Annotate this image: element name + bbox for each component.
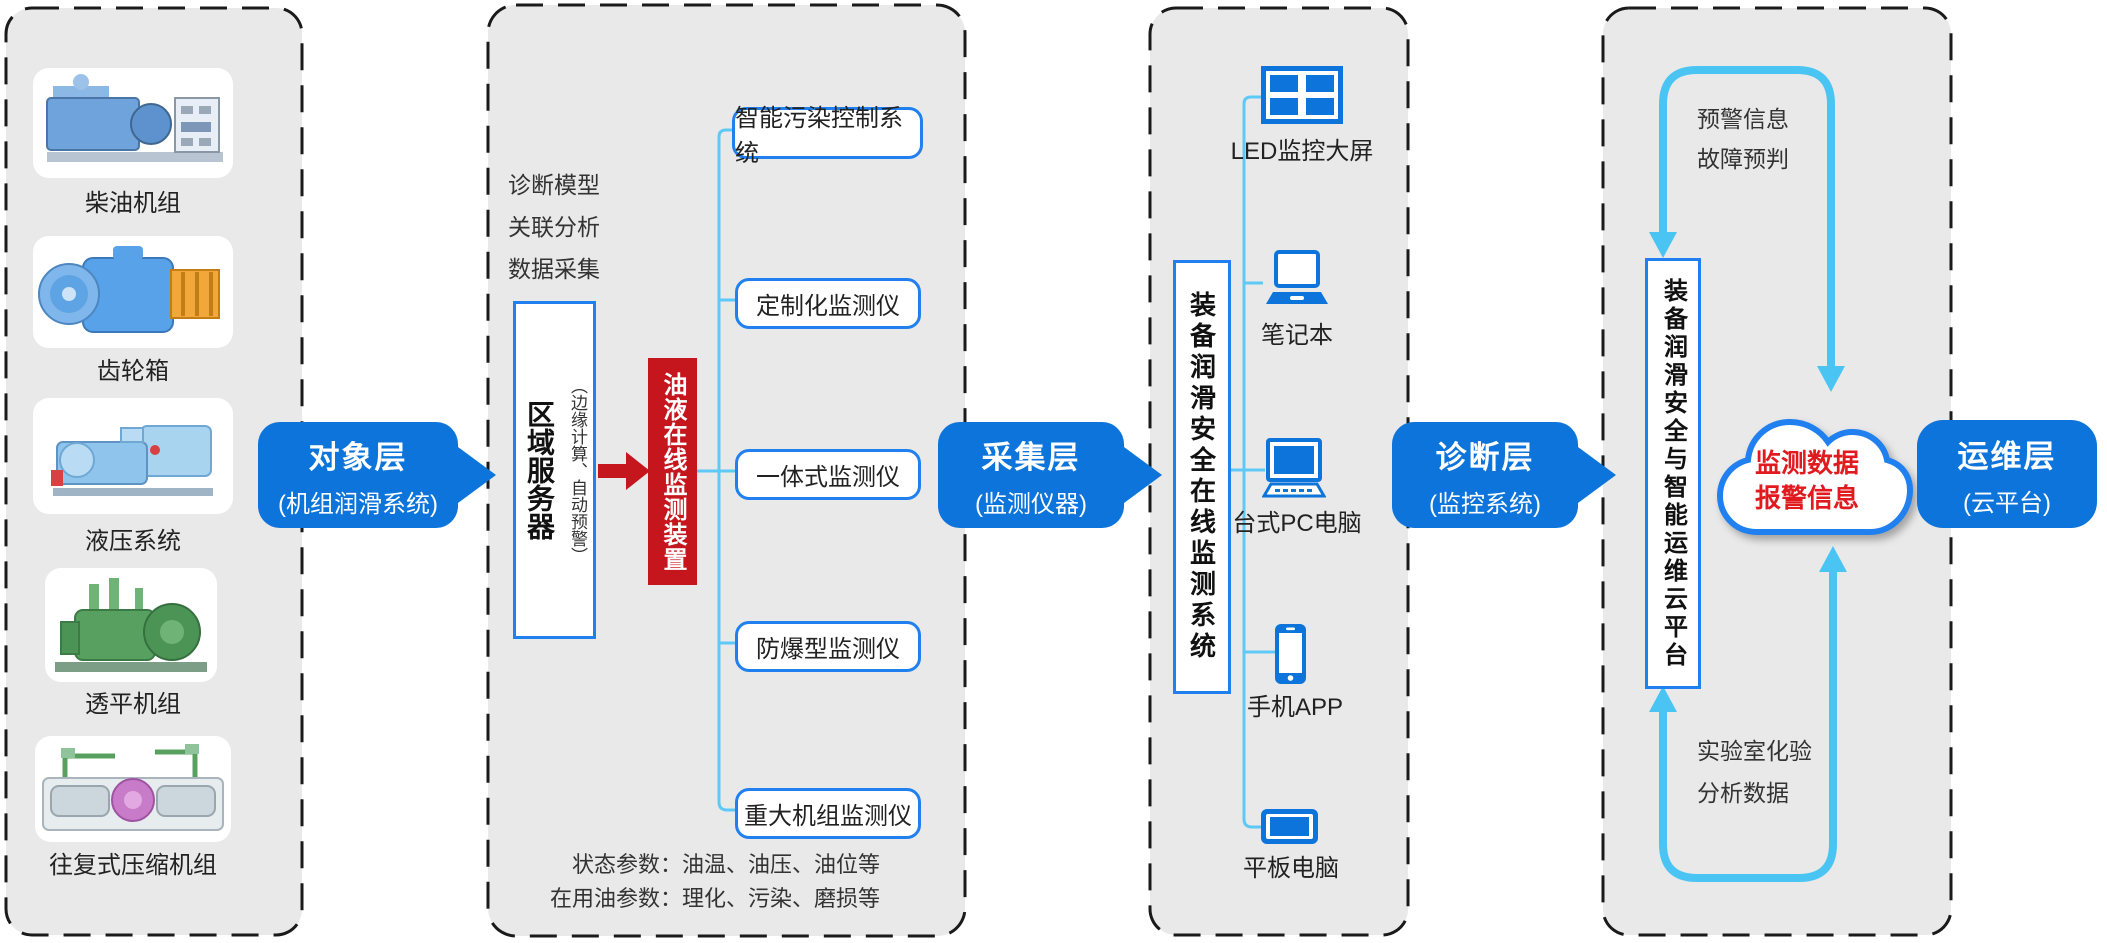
device-label-led-wall: LED监控大屏 [1230,138,1374,165]
collection-layer-subtitle: (监测仪器) [975,490,1087,518]
note-diagnostic-model: 诊断模型 [508,172,600,198]
cloud-text-monitoring-data: 监测数据 [1754,448,1859,478]
regional-server-title: 区域服务器 [524,400,555,540]
monitor-box-integrated: 一体式监测仪 [735,449,921,500]
object-layer-title: 对象层 [308,439,408,475]
note-data-acquisition: 数据采集 [508,256,600,282]
photo-turbine-unit [45,568,217,682]
photo-diesel-unit [33,68,233,178]
operation-layer-label: 运维层 (云平台) [1917,420,2097,528]
oil-parameters-line: 在用油参数：理化、污染、磨损等 [549,886,880,911]
machine-label-hydraulic: 液压系统 [85,528,181,555]
tablet-icon [1261,809,1318,849]
device-label-tablet: 平板电脑 [1243,855,1339,882]
collection-layer-label: 采集层 (监测仪器) [938,422,1124,528]
cycle-arrow-bottom [1659,562,1837,882]
monitor-box-pollution-control: 智能污染控制系统 [732,105,923,167]
oil-monitoring-device-box: 油液在线监测装置 [648,358,697,585]
oil-monitoring-device-label: 油液在线监测装置 [659,371,686,572]
machine-label-diesel: 柴油机组 [85,190,181,217]
machine-label-compressor: 往复式压缩机组 [49,852,217,879]
device-trunk-line [1242,95,1262,829]
device-label-phone: 手机APP [1246,694,1344,721]
operation-layer-subtitle: (云平台) [1963,489,2051,517]
monitor-box-major-units: 重大机组监测仪 [735,788,921,839]
cycle-top-left-arrowhead [1649,232,1677,258]
operation-layer-title: 运维层 [1957,438,2057,474]
photo-hydraulic-system [33,398,233,514]
laptop-icon [1264,250,1330,313]
cycle-arrow-top [1659,66,1835,376]
collection-layer-title: 采集层 [981,439,1081,475]
object-layer-arrowhead [458,447,496,503]
desktop-pc-icon [1261,438,1327,503]
cloud-shape [1716,418,1914,535]
compressor-illustration [42,744,224,831]
machine-label-gearbox: 齿轮箱 [97,358,169,385]
online-monitoring-system-box: 装备润滑安全在线监测系统 [1173,260,1231,694]
cycle-top-right-arrowhead [1817,366,1845,392]
device-label-desktop: 台式PC电脑 [1232,510,1362,537]
note-correlation-analysis: 关联分析 [508,214,600,240]
regional-server-box: 区域服务器 （边缘计算、自动预警） [513,301,596,639]
object-layer-label: 对象层 (机组润滑系统) [258,422,458,528]
online-monitoring-system-label: 装备润滑安全在线监测系统 [1186,291,1217,663]
machine-label-turbine: 透平机组 [85,691,181,718]
cloud-platform-label: 装备润滑安全与智能运维云平台 [1659,277,1687,670]
device-label-laptop: 笔记本 [1261,322,1333,349]
parameter-notes: 状态参数：油温、油压、油位等 在用油参数：理化、污染、磨损等 [520,848,880,916]
cloud-platform-box: 装备润滑安全与智能运维云平台 [1645,258,1701,689]
object-layer-subtitle: (机组润滑系统) [278,490,438,518]
photo-gearbox [33,236,233,348]
diagnosis-layer-title: 诊断层 [1435,439,1535,475]
diagnosis-layer-subtitle: (监控系统) [1429,490,1541,518]
lab-test-label: 实验室化验 [1697,738,1812,764]
monitor-box-customized: 定制化监测仪 [735,278,921,329]
warning-info-label: 预警信息 [1697,106,1789,132]
regional-server-subtitle: （边缘计算、自动预警） [568,376,587,564]
hydraulic-illustration [51,425,213,496]
led-wall-icon [1261,66,1343,129]
monitor-box-explosion-proof: 防爆型监测仪 [735,621,921,672]
diesel-unit-illustration [46,74,223,162]
red-arrow [598,452,650,490]
cloud-text: 监测数据 报警信息 [1732,446,1882,516]
gearbox-illustration [38,246,220,333]
collection-layer-arrowhead [1124,447,1162,503]
cloud-text-alarm-info: 报警信息 [1754,483,1859,513]
cycle-bottom-left-arrowhead [1649,686,1677,712]
diagnosis-layer-label: 诊断层 (监控系统) [1392,422,1578,528]
cycle-bottom-right-arrowhead [1819,546,1847,572]
photo-reciprocating-compressor [35,736,231,842]
state-parameters-line: 状态参数：油温、油压、油位等 [571,852,880,877]
turbine-illustration [55,578,207,672]
diagnosis-layer-arrowhead [1578,447,1616,503]
fault-prediction-label: 故障预判 [1697,146,1789,172]
phone-icon [1275,624,1306,689]
analysis-data-label: 分析数据 [1697,780,1789,806]
